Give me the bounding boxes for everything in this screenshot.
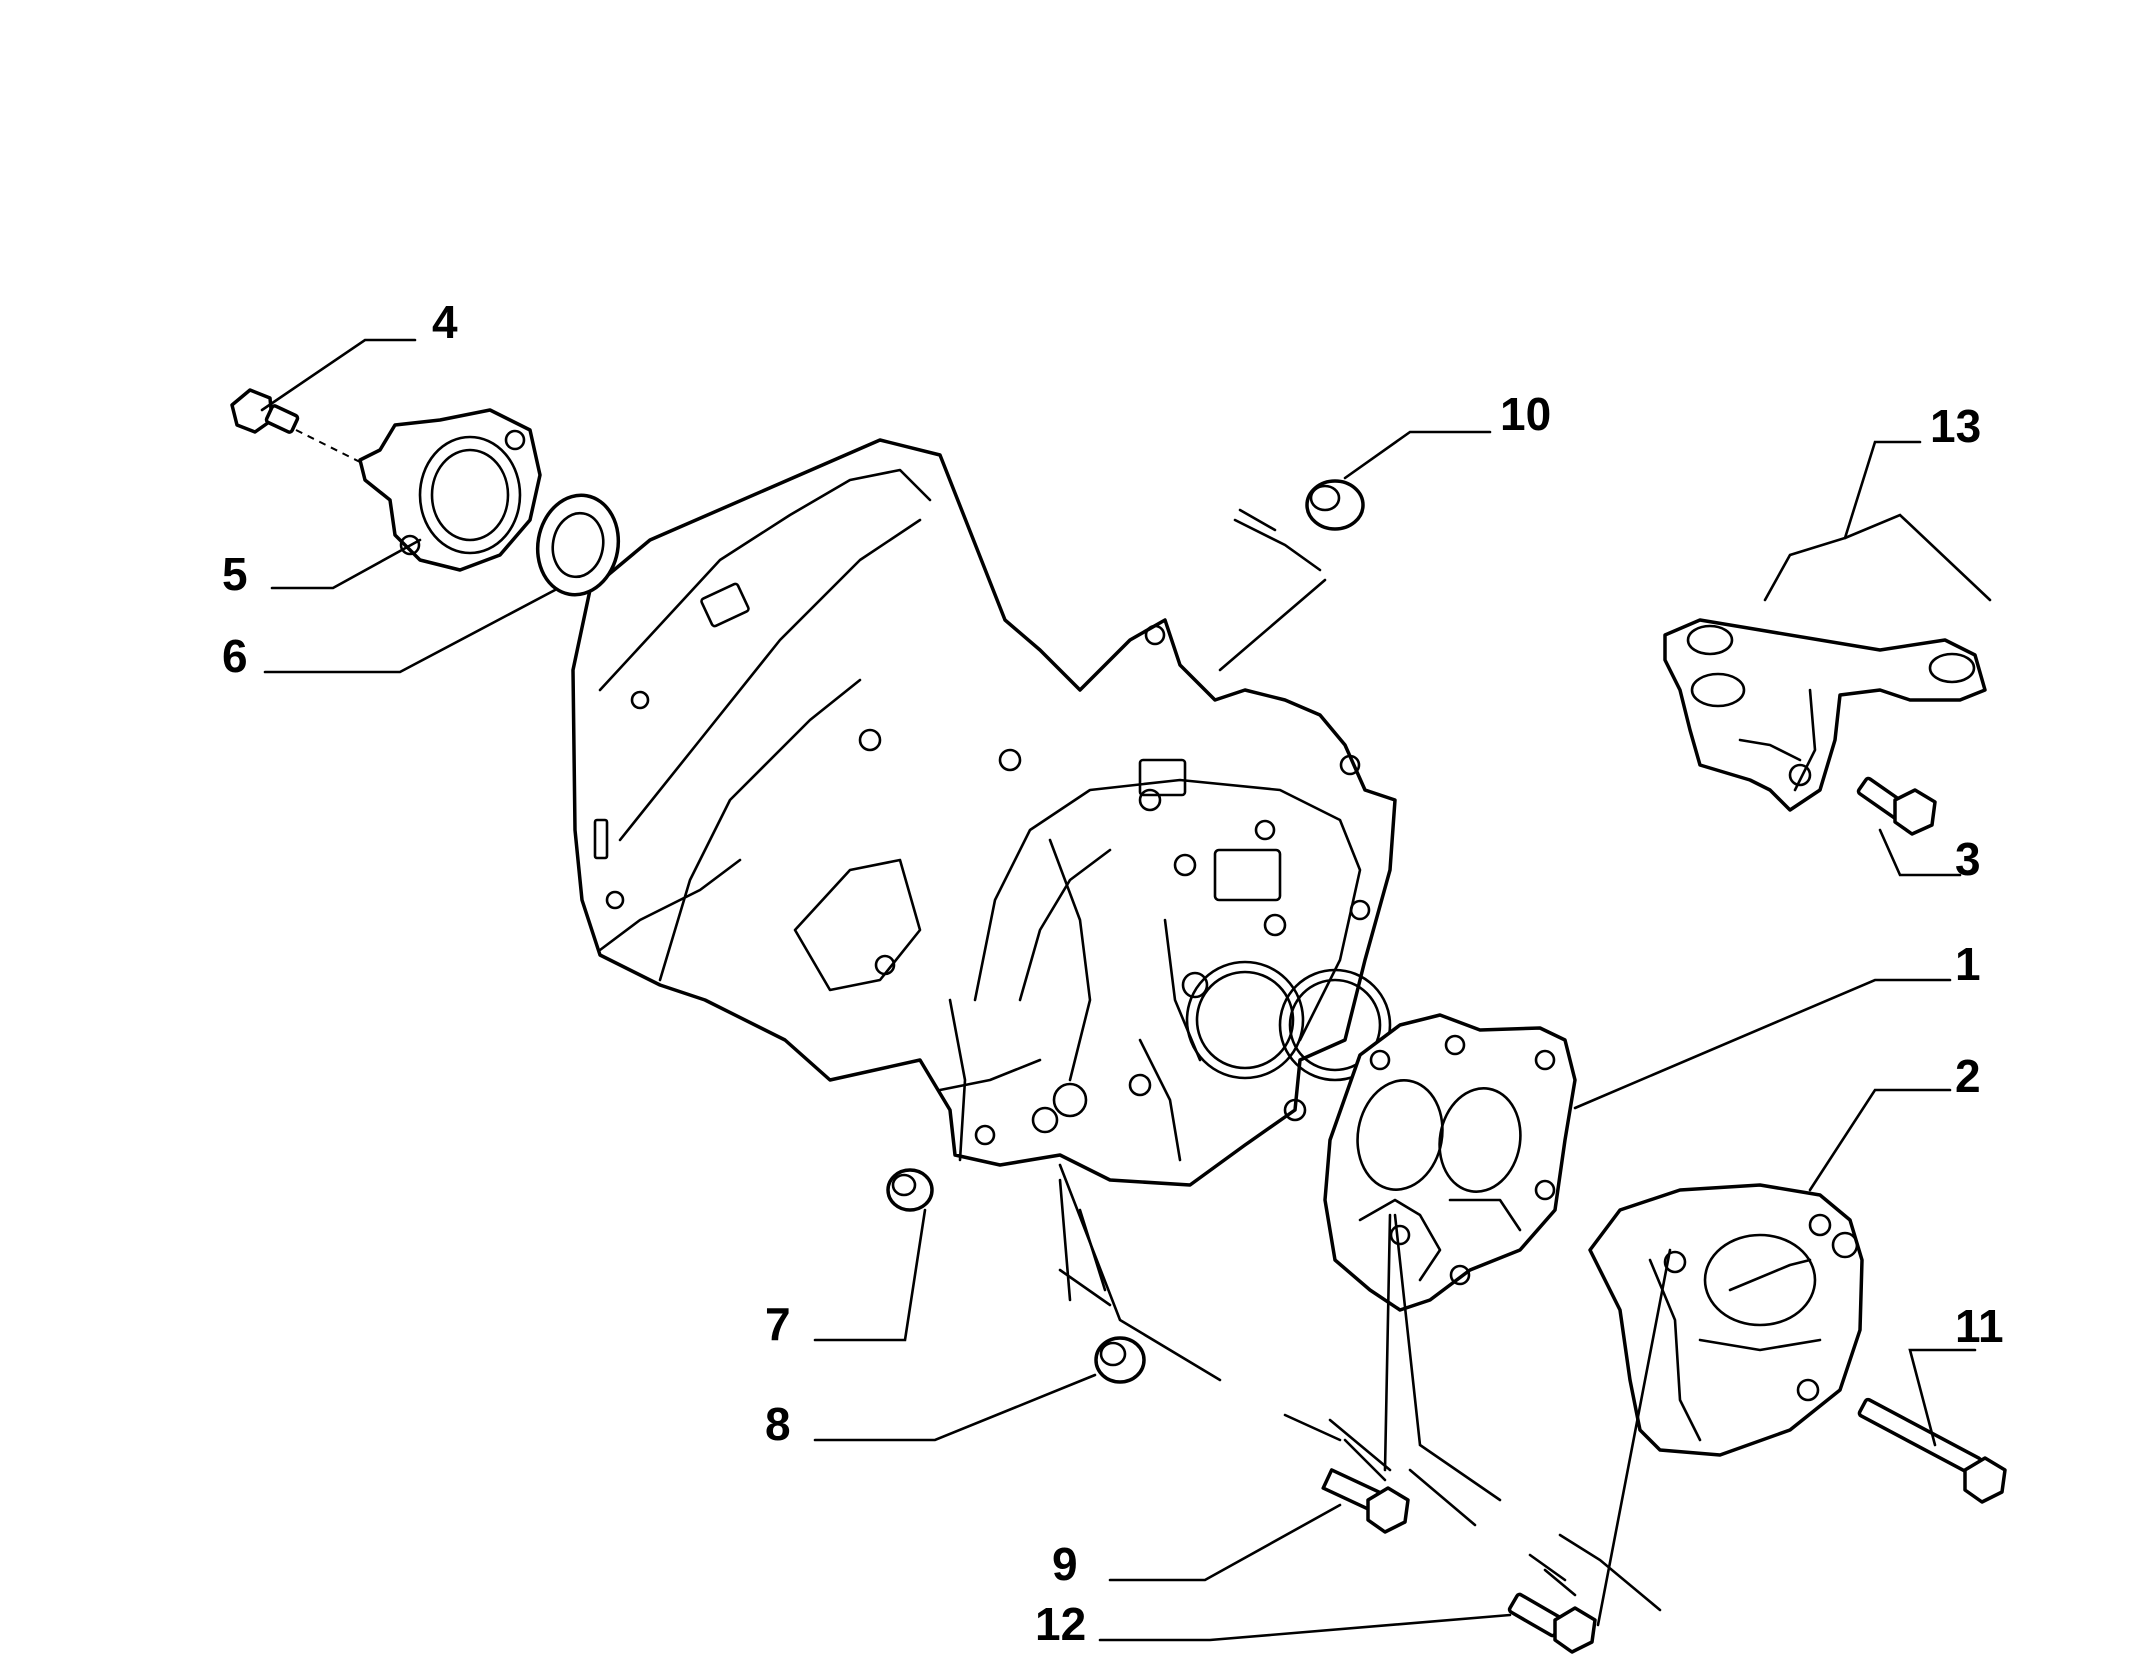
gearbox-rear-plate-part: [1323, 1013, 1577, 1312]
callout-13: 13: [1930, 400, 1981, 452]
callout-11: 11: [1955, 1300, 2004, 1352]
callout-9: 9: [1052, 1538, 1078, 1590]
bearing-support-part: [358, 408, 542, 572]
callout-6: 6: [222, 630, 248, 682]
bolt-9-part: [1321, 1468, 1410, 1534]
long-bolt-11-part: [1857, 1397, 2007, 1504]
leader-lines: [260, 338, 1992, 1642]
callout-labels: 4 5 6 10 13 3 1 2 11 7 8 9 12: [222, 296, 2004, 1650]
rear-cover-part: [1588, 1183, 1864, 1457]
bearing-support-bolt-part: [230, 388, 361, 463]
callout-12: 12: [1035, 1598, 1086, 1650]
plug-7-part: [886, 1168, 934, 1212]
callout-2: 2: [1955, 1050, 1981, 1102]
callout-8: 8: [765, 1398, 791, 1450]
callout-4: 4: [432, 296, 458, 348]
plug-8-part: [1094, 1336, 1146, 1384]
plug-10-part: [1305, 479, 1365, 531]
mount-bolt-3-part: [1856, 776, 1937, 836]
mounting-bracket-part: [1663, 618, 1987, 812]
oil-seal-part: [535, 493, 621, 597]
bolt-12-part: [1507, 1592, 1597, 1654]
callout-1: 1: [1955, 938, 1981, 990]
callout-7: 7: [765, 1298, 791, 1350]
gearbox-housing: [571, 438, 1397, 1187]
callout-5: 5: [222, 548, 248, 600]
callout-3: 3: [1955, 833, 1981, 885]
callout-10: 10: [1500, 388, 1551, 440]
